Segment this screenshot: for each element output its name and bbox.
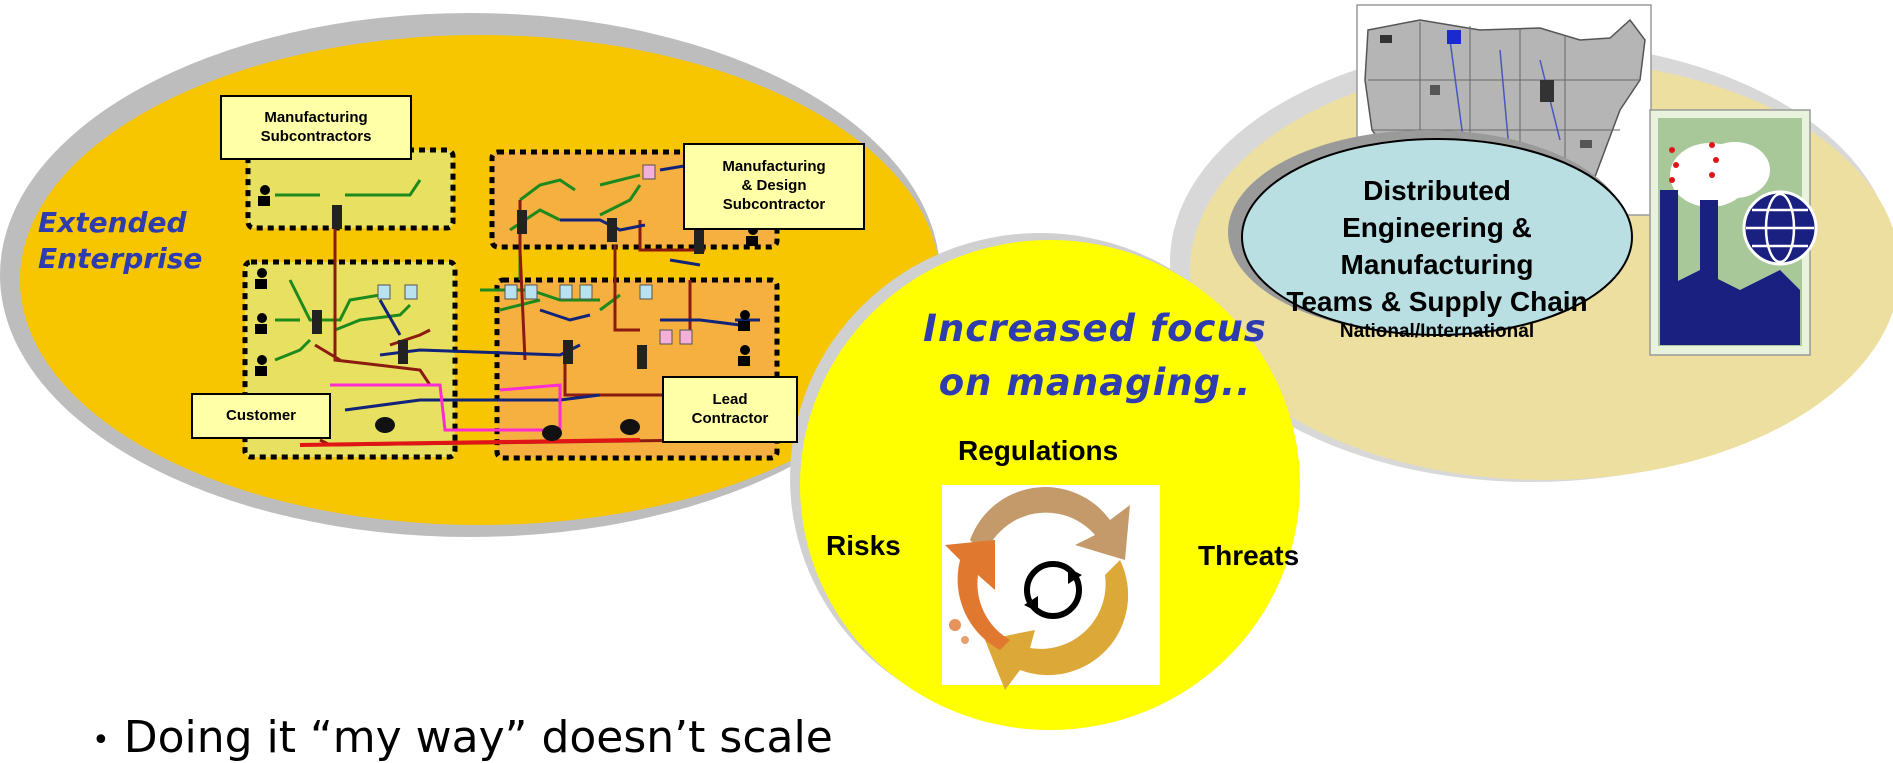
focus-heading: Increased focus on managing.. [920, 302, 1270, 410]
customer-box: Customer [191, 393, 331, 439]
lead-contractor-box: Lead Contractor [662, 376, 798, 443]
extended-enterprise-title-line2: Enterprise [38, 242, 203, 275]
lead-contractor-label-line2: Contractor [691, 409, 769, 427]
mfg-design-label-line3: Subcontractor [722, 195, 826, 213]
risks-label: Risks [826, 530, 901, 561]
bullet-item: • Doing it “my way” doesn’t scale [92, 712, 833, 763]
magenta-flows [330, 383, 562, 432]
distributed-teams-text: Distributed Engineering & Manufacturing … [1262, 172, 1612, 344]
customer-feedback-line [299, 438, 641, 447]
extended-enterprise-title: Extended Enterprise [38, 205, 202, 277]
cycle-arrows-image [942, 485, 1160, 690]
bullet-marker: • [92, 722, 110, 758]
bullet-text: Doing it “my way” doesn’t scale [123, 712, 833, 763]
storage-icons [377, 284, 653, 300]
zone-mfg-subcontractors [245, 147, 456, 231]
mfg-design-subcontractor-box: Manufacturing & Design Subcontractor [683, 143, 865, 230]
focus-heading-line2: on managing.. [938, 361, 1252, 404]
distributed-teams-ellipse [1241, 138, 1633, 336]
distributed-line3: Manufacturing [1340, 249, 1534, 280]
distributed-line2: Engineering & [1342, 212, 1532, 243]
distributed-line1: Distributed [1363, 175, 1511, 206]
mfg-subcontractors-box: Manufacturing Subcontractors [220, 95, 412, 160]
distributed-line5: National/International [1339, 321, 1535, 342]
pink-storage-icons [642, 164, 693, 345]
customer-label: Customer [225, 406, 296, 424]
mfg-subcontractors-label: Manufacturing Subcontractors [260, 108, 372, 145]
threats-label: Threats [1198, 540, 1300, 571]
focus-heading-line1: Increased focus [923, 307, 1267, 350]
regulations-label: Regulations [958, 435, 1119, 466]
extended-enterprise-title-line1: Extended [38, 206, 187, 239]
mfg-design-label-line1: Manufacturing [722, 158, 826, 176]
server-icons [312, 205, 704, 369]
database-icons [375, 417, 640, 441]
lead-contractor-label-line1: Lead [712, 390, 748, 408]
worker-icons [255, 185, 758, 376]
factory-globe-image [1649, 109, 1818, 356]
mfg-design-label-line2: & Design [741, 177, 807, 195]
distributed-line4: Teams & Supply Chain [1286, 286, 1588, 317]
